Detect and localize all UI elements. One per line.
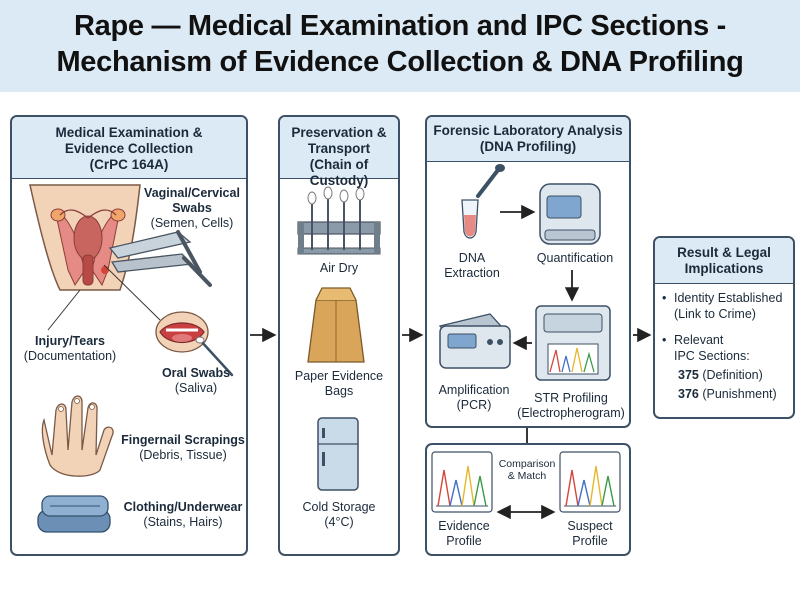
ipc-375: 375 (Definition) (674, 367, 792, 383)
label-sub: (Semen, Cells) (150, 216, 234, 230)
clothing-label: Clothing/Underwear (Stains, Hairs) (120, 500, 246, 530)
header-line: (DNA Profiling) (479, 139, 577, 154)
label-text: Amplification (438, 383, 510, 397)
label-text: Cold Storage (302, 500, 376, 514)
header-line: Forensic Laboratory Analysis (433, 123, 623, 138)
bullet-text: Identity Established (674, 291, 783, 305)
label-text: & Match (507, 470, 547, 482)
air-dry-label: Air Dry (280, 261, 398, 276)
hand-icon (41, 395, 114, 477)
label-text: Quantification (536, 251, 614, 265)
header-line: Medical Examination & (55, 125, 203, 140)
suspect-profile-label: Suspect Profile (552, 519, 628, 549)
paper-bags-label: Paper Evidence Bags (280, 369, 398, 399)
bullet-text: Relevant (674, 333, 724, 347)
title-line-2: Mechanism of Evidence Collection & DNA P… (56, 46, 744, 78)
suspect-electropherogram-icon (559, 451, 621, 513)
flow-arrows (250, 204, 652, 520)
label-title: Vaginal/Cervical (144, 186, 240, 200)
label-sub: (Debris, Tissue) (139, 448, 227, 462)
amplification-label: Amplification (PCR) (428, 383, 520, 413)
header-line: Transport (307, 141, 371, 156)
label-sub: (Stains, Hairs) (143, 515, 223, 529)
bullet-text: (Link to Crime) (674, 307, 756, 321)
result-bullets: • Identity Established (Link to Crime) •… (662, 290, 792, 402)
panel-header: Result & Legal Implications (655, 238, 793, 284)
bullet-dot: • (662, 333, 667, 347)
label-text: Profile (446, 534, 482, 548)
label-text: Extraction (444, 266, 500, 280)
str-sequencer-icon (535, 305, 611, 381)
section-number: 375 (678, 368, 699, 382)
title-line-1: Rape — Medical Examination and IPC Secti… (73, 10, 727, 42)
bullet-text: IPC Sections: (674, 349, 750, 363)
cold-storage-label: Cold Storage (4°C) (280, 500, 398, 530)
label-sub: (Saliva) (174, 381, 218, 395)
dna-extraction-label: DNA Extraction (432, 251, 512, 281)
panel-header: Forensic Laboratory Analysis (DNA Profil… (427, 117, 629, 162)
evidence-profile-label: Evidence Profile (426, 519, 502, 549)
fingernail-label: Fingernail Scrapings (Debris, Tissue) (120, 433, 246, 463)
bullet-identity: • Identity Established (Link to Crime) (662, 290, 792, 322)
header-line: (Chain of Custody) (309, 157, 369, 188)
dna-extraction-icon (461, 164, 505, 239)
quantification-label: Quantification (526, 251, 624, 266)
pelvic-anatomy-icon (29, 184, 141, 331)
header-line: Evidence Collection (64, 141, 194, 156)
section-text: (Punishment) (702, 387, 777, 401)
quantification-instrument-icon (539, 183, 601, 245)
label-text: Bags (324, 384, 354, 398)
pcr-thermocycler-icon (438, 313, 512, 369)
title-banner (0, 0, 800, 92)
comparison-match-label: Comparison & Match (492, 458, 562, 482)
folded-clothing-icon (37, 495, 111, 533)
str-profiling-label: STR Profiling (Electropherogram) (512, 391, 630, 421)
label-text: DNA (458, 251, 486, 265)
label-text: (PCR) (456, 398, 492, 412)
label-text: STR Profiling (534, 391, 608, 405)
air-dry-swabs-icon (297, 186, 381, 255)
label-text: Profile (572, 534, 608, 548)
header-line: Implications (684, 261, 764, 276)
evidence-electropherogram-icon (431, 451, 493, 513)
panel-result: Result & Legal Implications (653, 236, 795, 419)
vaginal-swabs-label: Vaginal/Cervical Swabs (Semen, Cells) (140, 186, 244, 231)
oral-swab-icon (155, 311, 234, 377)
label-text: (4°C) (324, 515, 354, 529)
label-sub: (Documentation) (23, 349, 117, 363)
section-text: (Definition) (702, 368, 763, 382)
section-number: 376 (678, 387, 699, 401)
label-text: Air Dry (319, 261, 359, 275)
label-title: Fingernail Scrapings (121, 433, 245, 447)
refrigerator-icon (317, 417, 359, 491)
oral-swabs-label: Oral Swabs (Saliva) (154, 366, 238, 396)
header-line: Preservation & (291, 125, 387, 140)
bullet-dot: • (662, 291, 667, 305)
panel-header: Medical Examination & Evidence Collectio… (12, 117, 246, 179)
label-title: Swabs (172, 201, 212, 215)
label-text: Comparison (498, 458, 556, 470)
header-line: (CrPC 164A) (89, 157, 169, 172)
paper-bag-icon (307, 287, 365, 363)
header-line: Result & Legal (677, 245, 771, 260)
panel-header: Preservation & Transport (Chain of Custo… (280, 117, 398, 188)
label-text: (Electropherogram) (517, 406, 625, 420)
injury-label: Injury/Tears (Documentation) (18, 334, 122, 364)
speculum-icon (103, 230, 212, 321)
bullet-ipc: • Relevant IPC Sections: 375 (Definition… (662, 332, 792, 402)
label-title: Clothing/Underwear (123, 500, 243, 514)
label-title: Oral Swabs (161, 366, 231, 380)
label-text: Suspect (567, 519, 613, 533)
ipc-376: 376 (Punishment) (674, 386, 792, 402)
label-text: Evidence (438, 519, 490, 533)
label-text: Paper Evidence (294, 369, 384, 383)
label-title: Injury/Tears (35, 334, 105, 348)
